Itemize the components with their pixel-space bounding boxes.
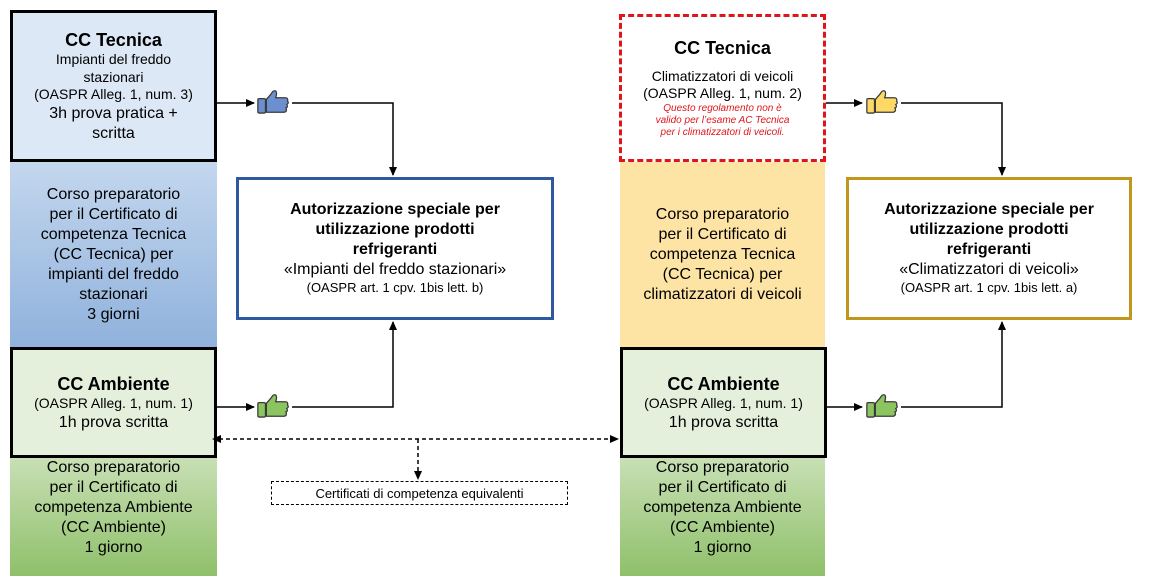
cc-tecnica-exam: 3h prova pratica + (49, 104, 178, 122)
cc-ambiente-box-right: CC Ambiente (OASPR Alleg. 1, num. 1) 1h … (620, 347, 827, 458)
course-line: per il Certificato di (658, 479, 787, 496)
connector-tecnica-right (901, 102, 1006, 176)
course-line: per il Certificato di (658, 226, 787, 243)
course-line: Corso preparatorio (46, 186, 181, 203)
authorization-ref: (OASPR art. 1 cpv. 1bis lett. a) (900, 280, 1078, 296)
course-line: impianti del freddo (48, 266, 179, 283)
cc-ambiente-exam: 1h prova scritta (58, 413, 169, 431)
cc-tecnica-box-left: CC Tecnica Impianti del freddo stazionar… (10, 10, 217, 162)
course-tecnica-left: Corso preparatorio per il Certificato di… (10, 160, 217, 350)
course-line: (CC Tecnica) per (662, 266, 783, 283)
course-line: stazionari (79, 286, 148, 303)
cc-ambiente-title: CC Ambiente (667, 373, 780, 394)
cc-ambiente-exam: 1h prova scritta (668, 413, 779, 431)
course-line: competenza Tecnica (649, 246, 796, 263)
cc-ambiente-ref: (OASPR Alleg. 1, num. 1) (644, 395, 803, 411)
connector-tecnica-left (292, 102, 397, 176)
authorization-ref: (OASPR art. 1 cpv. 1bis lett. b) (306, 280, 484, 296)
cc-tecnica-line: Impianti del freddo (55, 51, 172, 67)
course-line: competenza Ambiente (34, 499, 193, 516)
course-line: climatizzatori di veicoli (643, 286, 802, 303)
course-line: (CC Ambiente) (61, 519, 166, 536)
connector-ambiente-right (901, 321, 1006, 408)
connectors-layer (212, 90, 1006, 480)
course-line: Corso preparatorio (655, 459, 790, 476)
course-line: per il Certificato di (49, 206, 178, 223)
authorization-title: utilizzazione prodotti (315, 221, 475, 239)
authorization-subtitle: «Impianti del freddo stazionari» (283, 261, 507, 279)
thumbs-up-icon (866, 90, 898, 114)
cc-tecnica-ref: (OASPR Alleg. 1, num. 3) (34, 86, 193, 102)
cc-ambiente-box-left: CC Ambiente (OASPR Alleg. 1, num. 1) 1h … (10, 347, 217, 458)
cc-ambiente-title: CC Ambiente (57, 373, 170, 394)
course-line: competenza Tecnica (40, 226, 187, 243)
cc-tecnica-line: Climatizzatori di veicoli (651, 67, 794, 84)
course-line: per il Certificato di (49, 479, 178, 496)
cc-ambiente-ref: (OASPR Alleg. 1, num. 1) (34, 395, 193, 411)
authorization-title: refrigeranti (946, 241, 1032, 259)
cc-tecnica-title: CC Tecnica (65, 29, 162, 50)
authorization-box-left: Autorizzazione speciale per utilizzazion… (236, 177, 554, 320)
course-line: 1 giorno (693, 539, 752, 556)
authorization-title: utilizzazione prodotti (909, 221, 1069, 239)
course-ambiente-right: Corso preparatorio per il Certificato di… (620, 456, 825, 576)
thumbs-up-icon (257, 394, 289, 418)
course-line: 3 giorni (87, 306, 140, 323)
thumbs-up-icon (257, 90, 289, 114)
equivalence-text: Certificati di competenza equivalenti (315, 485, 524, 501)
cc-tecnica-ref: (OASPR Alleg. 1, num. 2) (643, 85, 802, 102)
cc-tecnica-note: Questo regolamento non è (663, 102, 782, 114)
authorization-title: Autorizzazione speciale per (290, 201, 500, 219)
course-line: competenza Ambiente (643, 499, 802, 516)
cc-tecnica-line: stazionari (83, 68, 144, 85)
course-line: (CC Tecnica) per (53, 246, 174, 263)
course-line: Corso preparatorio (46, 459, 181, 476)
equivalence-label: Certificati di competenza equivalenti (271, 481, 568, 505)
course-ambiente-left: Corso preparatorio per il Certificato di… (10, 456, 217, 576)
cc-tecnica-title: CC Tecnica (674, 38, 771, 59)
cc-tecnica-box-right: CC Tecnica Climatizzatori di veicoli (OA… (619, 14, 826, 162)
cc-tecnica-note: per i climatizzatori di veicoli. (660, 126, 785, 138)
authorization-subtitle: «Climatizzatori di veicoli» (899, 261, 1079, 279)
course-line: Corso preparatorio (655, 206, 790, 223)
course-tecnica-right: Corso preparatorio per il Certificato di… (620, 160, 825, 350)
authorization-box-right: Autorizzazione speciale per utilizzazion… (846, 177, 1132, 320)
connector-ambiente-left (292, 321, 397, 408)
thumbs-up-icon (866, 394, 898, 418)
cc-tecnica-note: valido per l’esame AC Tecnica (655, 114, 790, 126)
authorization-title: Autorizzazione speciale per (884, 201, 1094, 219)
cc-tecnica-exam: scritta (92, 124, 135, 142)
course-line: (CC Ambiente) (670, 519, 775, 536)
authorization-title: refrigeranti (352, 241, 438, 259)
course-line: 1 giorno (84, 539, 143, 556)
